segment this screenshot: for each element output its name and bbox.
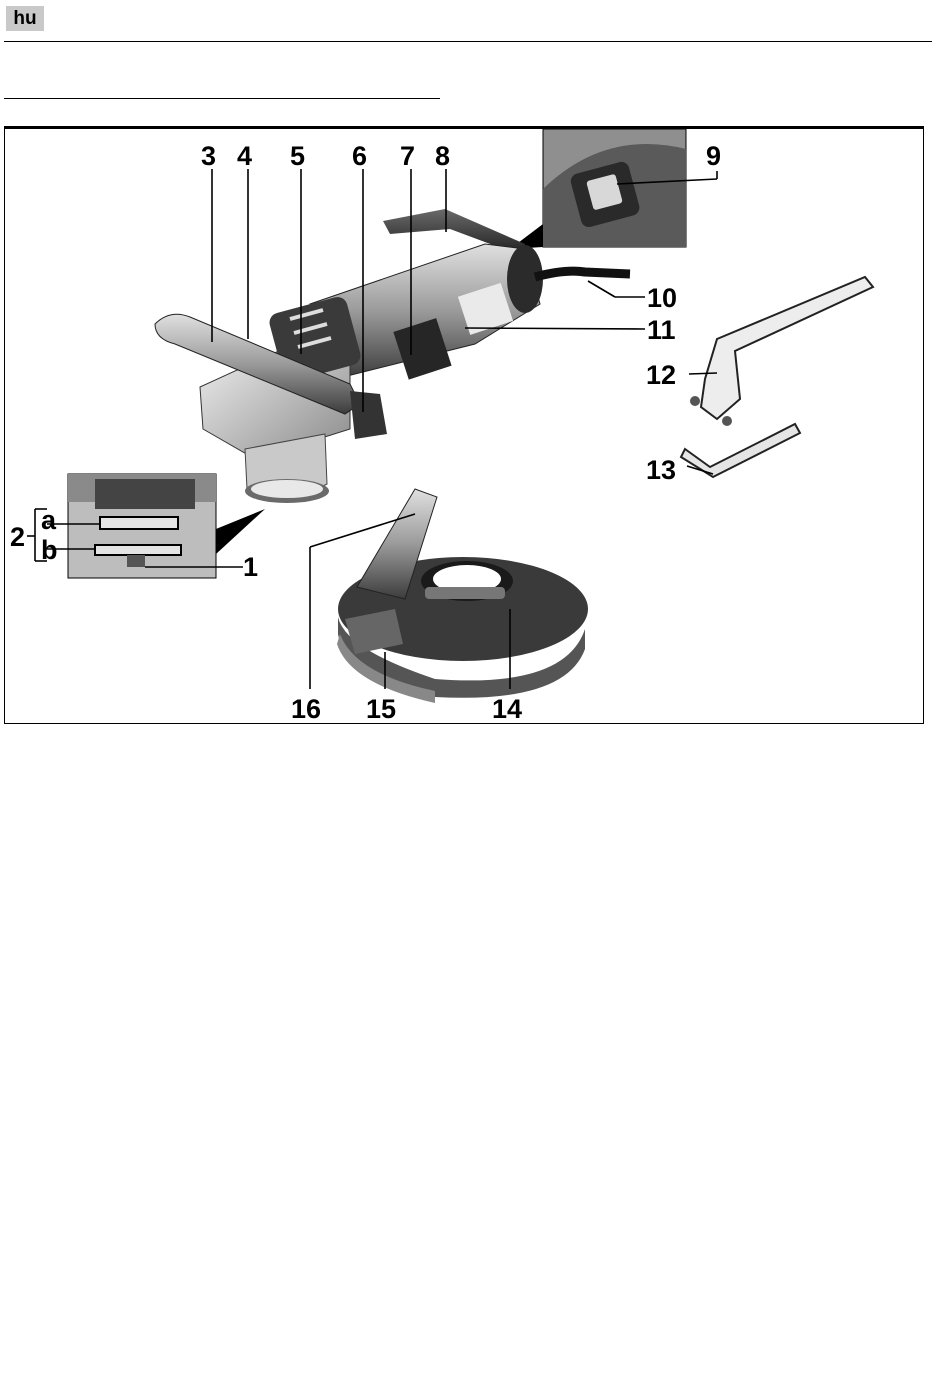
callout-12: 12	[646, 360, 676, 390]
language-badge: hu	[6, 6, 44, 31]
tool-illustration-figure: 3 4 5 6 7 8 9 10 11 12 13 2 a b 1 16 15 …	[4, 126, 924, 724]
angle-grinder	[155, 209, 630, 503]
callout-16: 16	[291, 694, 321, 724]
callout-2b: b	[41, 535, 58, 565]
section-rule	[4, 98, 440, 99]
callout-4: 4	[237, 141, 252, 171]
callout-15: 15	[366, 694, 396, 724]
callout-9: 9	[706, 141, 721, 171]
two-pin-spanner	[690, 277, 873, 426]
callout-13: 13	[646, 455, 676, 485]
flange-detail-inset	[68, 474, 265, 578]
header-rule	[4, 41, 932, 42]
angle-grinder-diagram: 3 4 5 6 7 8 9 10 11 12 13 2 a b 1 16 15 …	[5, 129, 925, 727]
callout-6: 6	[352, 141, 367, 171]
callout-3: 3	[201, 141, 216, 171]
callout-11: 11	[647, 315, 676, 345]
callout-2: 2	[10, 522, 25, 552]
callout-2a: a	[41, 505, 57, 535]
extraction-hood	[337, 489, 588, 703]
callout-1: 1	[243, 552, 258, 582]
callout-7: 7	[400, 141, 415, 171]
callout-5: 5	[290, 141, 305, 171]
callout-10: 10	[647, 283, 677, 313]
switch-detail-inset	[510, 129, 686, 249]
callout-14: 14	[492, 694, 522, 724]
callout-8: 8	[435, 141, 450, 171]
